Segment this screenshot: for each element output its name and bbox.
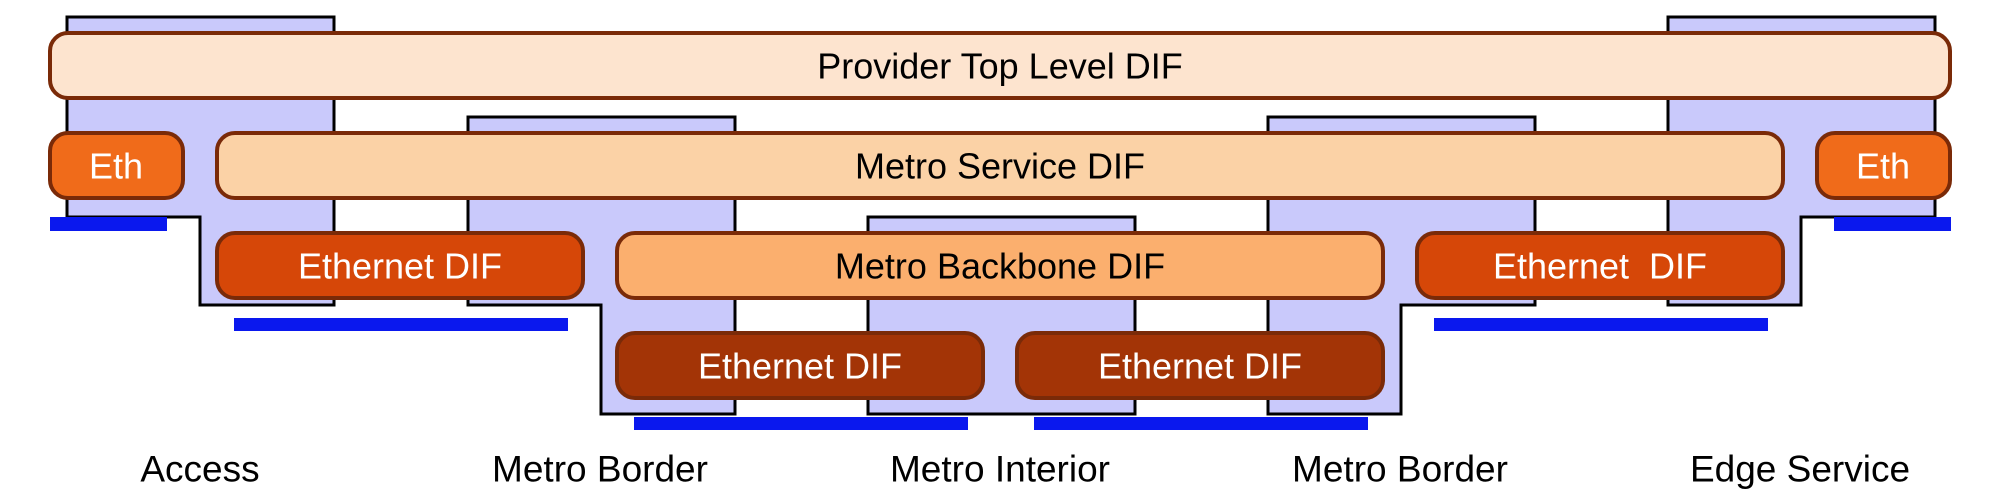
metro-service-dif [215,131,1785,200]
ethernet-dif-bottom-right-label: Ethernet DIF [1098,346,1302,387]
link-metro-border-edge [1434,318,1768,331]
ethernet-dif-left-label: Ethernet DIF [298,246,502,287]
node-labels: Access Metro Border Metro Interior Metro… [140,449,1910,490]
link-interior-metro-border [1034,417,1368,430]
ethernet-dif-bottom-left [615,331,985,400]
metro-border-left-label: Metro Border [492,449,708,490]
ethernet-dif-right [1415,231,1785,300]
provider-top-level-dif-label: Provider Top Level DIF [817,46,1183,87]
ethernet-dif-right-label: Ethernet DIF [1493,246,1707,287]
link-access-left [50,217,167,231]
metro-backbone-dif-label: Metro Backbone DIF [835,246,1165,287]
dif-labels: Provider Top Level DIF Eth Metro Service… [89,46,1910,387]
metro-service-dif-label: Metro Service DIF [855,146,1145,187]
eth-dif-left-label: Eth [89,146,143,187]
link-edge-right [1834,217,1951,231]
metro-border-right-label: Metro Border [1292,449,1508,490]
link-access-metro-border [234,318,568,331]
provider-top-level-dif [48,31,1952,100]
link-metro-border-interior [634,417,968,430]
ethernet-dif-left [215,231,585,300]
eth-dif-right-label: Eth [1856,146,1910,187]
ethernet-dif-bottom-left-label: Ethernet DIF [698,346,902,387]
metro-backbone-dif [615,231,1385,300]
edge-service-label: Edge Service [1690,449,1910,490]
links [50,217,1951,430]
access-label: Access [140,449,259,490]
eth-dif-right [1815,131,1952,200]
ethernet-dif-bottom-right [1015,331,1385,400]
dif-bars [48,31,1952,400]
eth-dif-left [48,131,185,200]
metro-interior-label: Metro Interior [890,449,1110,490]
